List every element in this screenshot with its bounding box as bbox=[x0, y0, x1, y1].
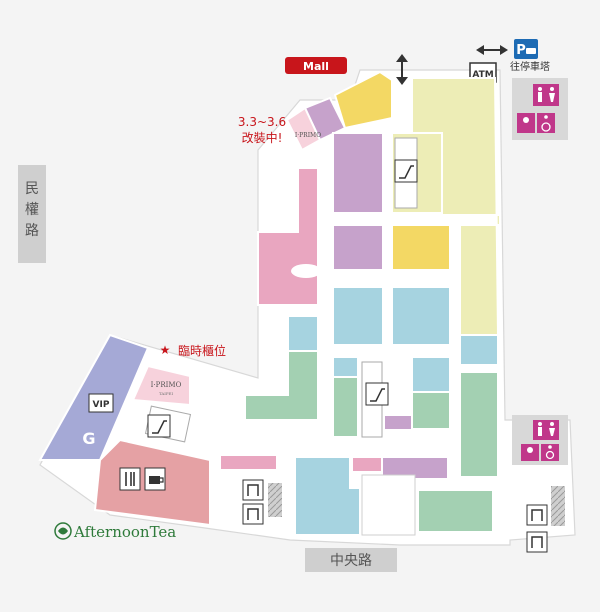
store-green-5 bbox=[417, 489, 494, 533]
store-iprimo-pink bbox=[285, 106, 322, 152]
store-pink-small-2 bbox=[219, 454, 278, 471]
elevator-icon bbox=[242, 503, 264, 525]
escalator-icon bbox=[394, 137, 418, 209]
store-yellow-2 bbox=[391, 224, 451, 271]
store-blue-6 bbox=[411, 356, 451, 393]
stair-hatch-east bbox=[551, 486, 565, 526]
stair-hatch bbox=[268, 483, 282, 517]
store-purple-2 bbox=[332, 224, 384, 271]
baby-care-icon bbox=[517, 113, 535, 133]
cafe-icon bbox=[144, 467, 166, 491]
store-blue-1 bbox=[332, 286, 384, 346]
store-blue-5 bbox=[332, 356, 359, 378]
dining-icon bbox=[119, 467, 141, 491]
restroom-panel-top bbox=[512, 78, 568, 140]
vip-label: VIP bbox=[93, 400, 110, 410]
store-green-1 bbox=[244, 350, 319, 421]
star-icon: ★ bbox=[160, 343, 171, 357]
parking-icon: P bbox=[514, 39, 538, 59]
store-iprimo-lower-label: I·PRIMO bbox=[151, 381, 182, 389]
store-blue-4 bbox=[287, 315, 319, 352]
store-blue-3 bbox=[459, 334, 499, 366]
store-green-2 bbox=[332, 376, 359, 438]
afternoon-tea-label: AfternoonTea bbox=[73, 523, 176, 541]
south-road-label: 中央路 bbox=[330, 553, 372, 569]
store-blue-2 bbox=[391, 286, 451, 346]
temp-counter: ★ 臨時櫃位 bbox=[160, 343, 226, 358]
store-green-4 bbox=[459, 371, 499, 478]
store-iprimo-top-label: I·PRIMO bbox=[295, 132, 321, 139]
south-road: 中央路 bbox=[305, 548, 397, 572]
up-down-arrow-icon bbox=[396, 54, 408, 85]
west-road-char-2: 權 bbox=[25, 202, 39, 218]
escalator-icon bbox=[361, 361, 389, 438]
white-block-bottom bbox=[361, 474, 416, 536]
store-blue-bottom bbox=[294, 456, 361, 536]
renovation-dates: 3.3~3.6 bbox=[238, 115, 286, 129]
store-green-3 bbox=[411, 391, 451, 430]
elevator-icon bbox=[526, 531, 548, 553]
accessible-icon bbox=[541, 444, 559, 461]
zone-g-label: G bbox=[82, 429, 95, 448]
atm-label: ATM bbox=[472, 70, 493, 80]
restroom-panel-bottom bbox=[512, 415, 568, 465]
left-right-arrow-icon bbox=[476, 45, 508, 55]
temp-counter-label: 臨時櫃位 bbox=[178, 343, 226, 358]
escalator-icon bbox=[144, 405, 192, 443]
store-purple-small bbox=[383, 414, 413, 431]
store-iprimo-lower-sub: TAIPEI bbox=[159, 391, 174, 396]
restroom-icon bbox=[533, 84, 559, 106]
mall-label: Mall bbox=[303, 60, 329, 73]
renovation-note: 改裝中! bbox=[242, 130, 283, 145]
store-iprimo-lower bbox=[131, 364, 191, 407]
vip-badge: VIP bbox=[88, 393, 114, 413]
accessible-icon bbox=[537, 113, 555, 133]
pink-zone-atrium bbox=[291, 264, 321, 278]
store-purple-1 bbox=[332, 132, 384, 214]
west-road: 民 權 路 bbox=[18, 165, 46, 263]
parking-label: 往停車塔 bbox=[510, 60, 550, 73]
west-road-char-1: 民 bbox=[25, 181, 39, 197]
store-pink-small-1 bbox=[351, 456, 383, 473]
restroom-icon bbox=[533, 420, 559, 440]
elevator-icon bbox=[242, 479, 264, 501]
elevator-icon bbox=[526, 504, 548, 526]
renovation-notice: 3.3~3.6 改裝中! bbox=[238, 115, 286, 145]
parking-direction: P 往停車塔 bbox=[476, 39, 550, 73]
mall-tag-icon: Mall bbox=[285, 57, 347, 74]
parking-icon-letter: P bbox=[516, 43, 526, 58]
afternoon-tea-logo-icon: AfternoonTea bbox=[54, 522, 176, 541]
west-road-char-3: 路 bbox=[25, 223, 39, 239]
baby-care-icon bbox=[521, 444, 539, 461]
